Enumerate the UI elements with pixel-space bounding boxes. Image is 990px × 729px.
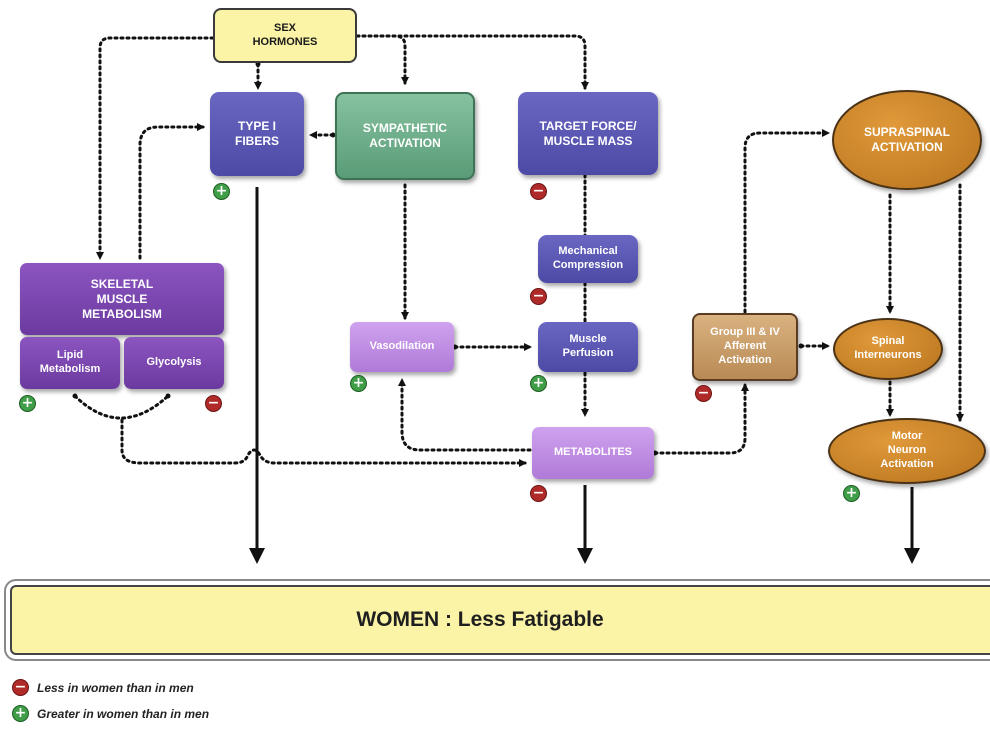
node-glycolysis: Glycolysis bbox=[124, 337, 224, 389]
link-hormones-skeletal bbox=[96, 36, 215, 260]
minus-sign-metabolites: − bbox=[530, 485, 547, 502]
node-supraspinal-activation: SUPRASPINAL ACTIVATION bbox=[832, 90, 982, 190]
node-mechanical-compression: Mechanical Compression bbox=[538, 235, 638, 283]
node-muscle-perfusion: Muscle Perfusion bbox=[538, 322, 638, 372]
node-skeletal-muscle-metabolism: SKELETAL MUSCLE METABOLISM bbox=[20, 263, 224, 335]
link-hormones-target bbox=[355, 34, 589, 90]
legend-plus-icon: + bbox=[12, 705, 29, 722]
plus-sign-lipid-metabolism: + bbox=[19, 395, 36, 412]
node-target-force: TARGET FORCE/ MUSCLE MASS bbox=[518, 92, 658, 175]
link-skeletal-type1 bbox=[138, 123, 205, 260]
link-lipid-glycolysis bbox=[72, 393, 171, 420]
link-afferent-supraspinal bbox=[743, 129, 830, 314]
plus-sign-vasodilation: + bbox=[350, 375, 367, 392]
node-vasodilation: Vasodilation bbox=[350, 322, 454, 372]
legend-minus-icon: − bbox=[12, 679, 29, 696]
legend-greater: + Greater in women than in men bbox=[12, 705, 209, 722]
node-motor-neuron-activation: Motor Neuron Activation bbox=[828, 418, 986, 484]
link-skeletal-metabolites bbox=[120, 418, 527, 467]
minus-sign-mechanical-compression: − bbox=[530, 288, 547, 305]
outcome-banner: WOMEN : Less Fatigable bbox=[10, 585, 990, 655]
link-metabolites-vasodilation bbox=[398, 378, 532, 452]
minus-sign-group-afferent: − bbox=[695, 385, 712, 402]
legend-greater-label: Greater in women than in men bbox=[37, 706, 210, 721]
plus-sign-muscle-perfusion: + bbox=[530, 375, 547, 392]
node-type1-fibers: TYPE I FIBERS bbox=[210, 92, 304, 176]
legend-less: − Less in women than in men bbox=[12, 679, 194, 696]
node-spinal-interneurons: Spinal Interneurons bbox=[833, 318, 943, 380]
node-group-afferent-activation: Group III & IV Afferent Activation bbox=[692, 313, 798, 381]
node-lipid-metabolism: Lipid Metabolism bbox=[20, 337, 120, 389]
minus-sign-target-force: − bbox=[530, 183, 547, 200]
node-sympathetic-activation: SYMPATHETIC ACTIVATION bbox=[335, 92, 475, 180]
node-sex-hormones: SEX HORMONES bbox=[213, 8, 357, 63]
minus-sign-glycolysis: − bbox=[205, 395, 222, 412]
link-metabolites-afferent bbox=[652, 383, 749, 456]
plus-sign-type1-fibers: + bbox=[213, 183, 230, 200]
link-hormones-sympathetic bbox=[355, 34, 409, 85]
outcome-banner-text: WOMEN : Less Fatigable bbox=[356, 608, 604, 631]
node-metabolites: METABOLITES bbox=[532, 427, 654, 479]
plus-sign-motor-neuron: + bbox=[843, 485, 860, 502]
legend-less-label: Less in women than in men bbox=[37, 680, 194, 695]
